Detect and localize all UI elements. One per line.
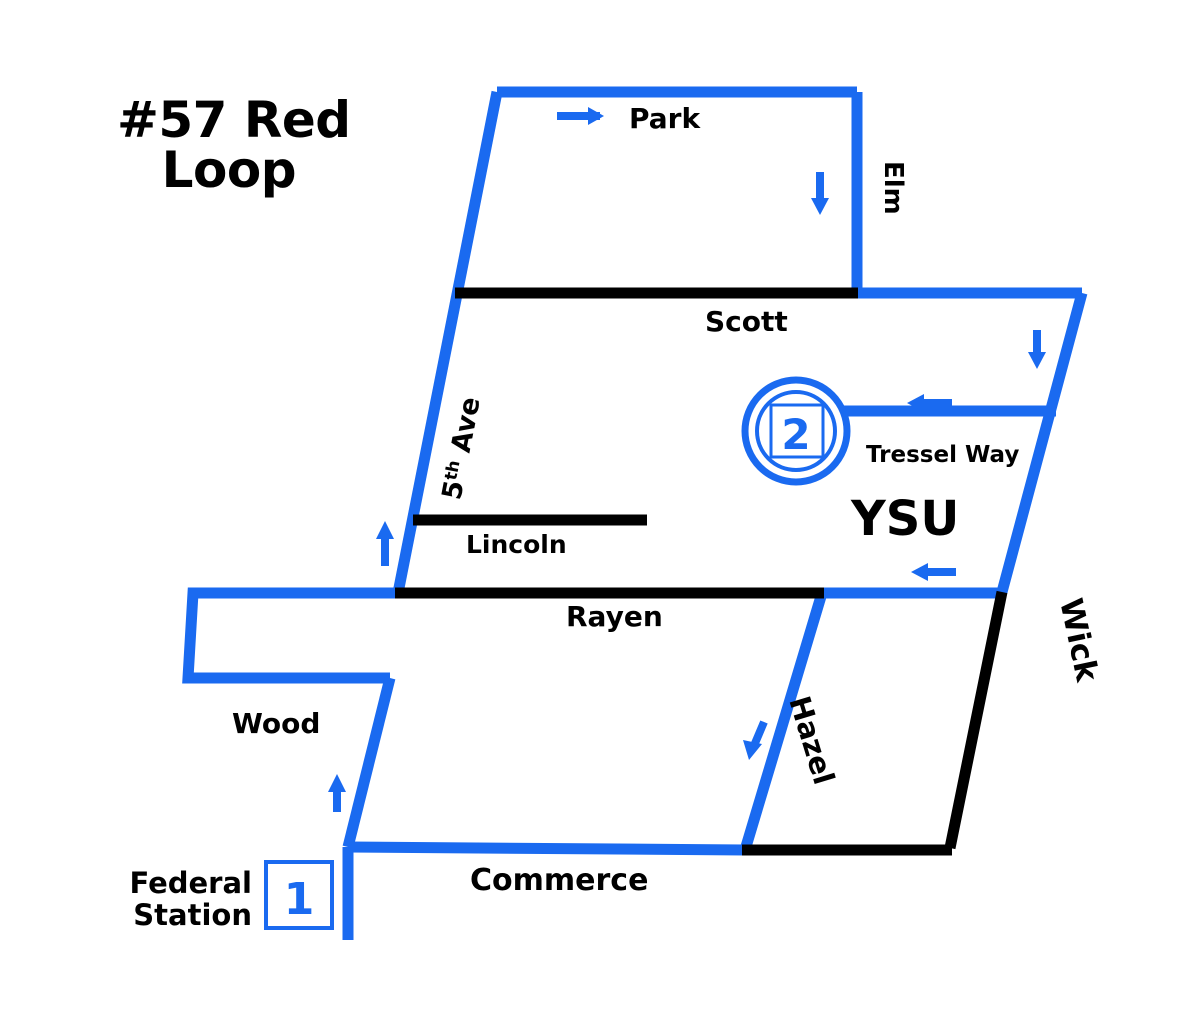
stop-label-federal-line2: Station	[133, 898, 252, 932]
route-segment-hazel	[739, 591, 828, 852]
street-label-park: Park	[629, 102, 701, 135]
street-label-scott: Scott	[705, 305, 788, 338]
route-segment-wood-loop	[182, 587, 398, 684]
street-label-lincoln: Lincoln	[466, 530, 567, 559]
street-label-elm: Elm	[878, 161, 908, 215]
stop-marker-2-number: 2	[781, 410, 810, 459]
direction-arrow-west-rayen	[911, 563, 956, 581]
map-title-line2: Loop	[162, 141, 296, 199]
direction-arrow-west-tressel	[907, 394, 952, 412]
street-label-wood: Wood	[232, 707, 320, 740]
stop-label-federal-line1: Federal	[129, 866, 252, 900]
direction-arrow-south-hazel	[743, 720, 768, 760]
area-label-ysu: YSU	[850, 491, 959, 547]
street-label-tressel-way: Tressel Way	[866, 442, 1019, 468]
street-label-rayen: Rayen	[566, 600, 663, 633]
street-label-fifth-ave-suffix: th	[440, 458, 463, 481]
street-label-commerce: Commerce	[470, 863, 648, 898]
stop-marker-1[interactable]: 1	[264, 860, 334, 930]
map-title-line1: #57 Red	[117, 91, 351, 149]
route-segment-wood-to-commerce	[342, 676, 396, 849]
direction-arrow-south-elm	[811, 172, 829, 215]
stop-marker-1-number: 1	[284, 874, 315, 925]
direction-arrow-east-park	[557, 107, 604, 125]
route-segment-commerce	[347, 841, 746, 856]
stop-marker-2[interactable]: 2	[741, 376, 851, 486]
direction-arrow-north-federal	[328, 774, 346, 812]
direction-arrow-north-fifth-ave	[376, 521, 394, 566]
street-segment-wick	[944, 590, 1008, 850]
direction-arrow-south-wick	[1028, 330, 1046, 369]
route-segment-fifth-ave	[392, 90, 503, 595]
route-segment-wick-upper	[996, 291, 1088, 594]
